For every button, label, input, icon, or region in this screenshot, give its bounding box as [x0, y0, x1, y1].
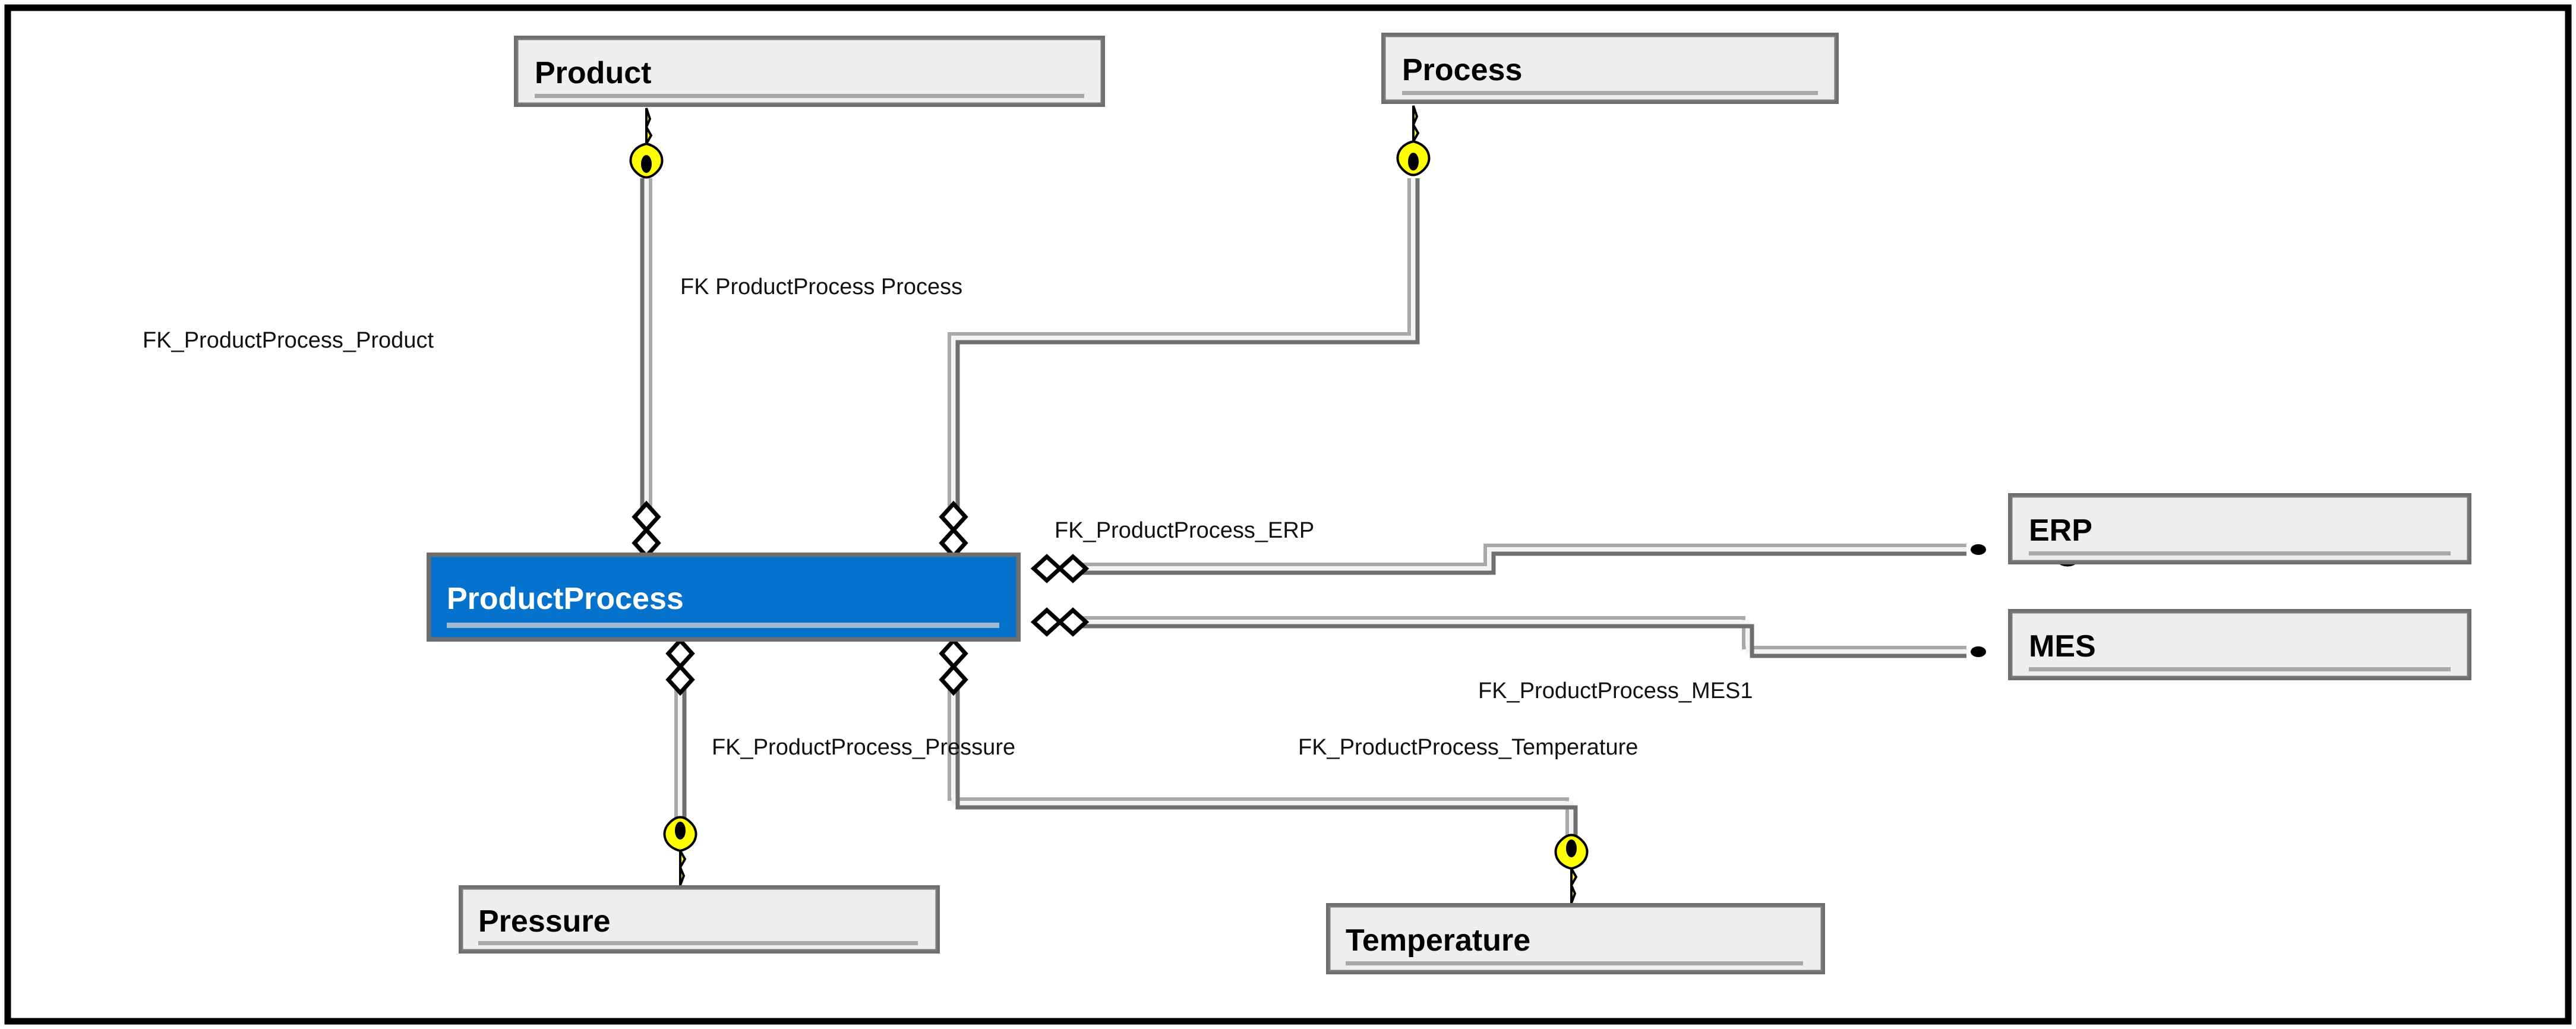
connector-fk-temperature[interactable] — [948, 683, 1578, 856]
many-symbol-temperature — [939, 637, 968, 696]
relationship-label-fk-mes1: FK_ProductProcess_MES1 — [1478, 678, 1753, 703]
relationship-label-fk-erp: FK_ProductProcess_ERP — [1055, 518, 1314, 543]
relationship-label-fk-temperature: FK_ProductProcess_Temperature — [1298, 735, 1638, 760]
connector-fk-erp[interactable] — [1066, 544, 1966, 575]
many-symbol-process — [939, 500, 968, 560]
connector-fk-pressure[interactable] — [674, 683, 687, 841]
entity-mes-label: MES — [2029, 629, 2096, 664]
entity-mes[interactable]: MES — [2008, 609, 2471, 680]
entity-productprocess[interactable]: ProductProcess — [427, 553, 1021, 642]
key-icon-process — [1396, 105, 1431, 176]
entity-process-label: Process — [1402, 53, 1522, 87]
entity-process[interactable]: Process — [1381, 33, 1839, 104]
relationship-label-fk-process: FK ProductProcess Process — [680, 274, 962, 299]
diagram-outer-border — [4, 4, 2572, 1025]
connector-fk-product[interactable] — [640, 178, 652, 511]
many-symbol-mes — [1030, 607, 1090, 637]
entity-pressure-label: Pressure — [478, 904, 611, 939]
key-icon-temperature — [1554, 834, 1589, 904]
entity-product-label: Product — [535, 56, 651, 90]
entity-productprocess-label: ProductProcess — [447, 582, 684, 616]
key-icon-product — [629, 108, 664, 179]
many-symbol-erp — [1030, 554, 1090, 583]
entity-erp[interactable]: ERP — [2008, 493, 2471, 564]
relationship-label-fk-pressure: FK_ProductProcess_Pressure — [712, 735, 1015, 760]
relationship-label-fk-product: FK_ProductProcess_Product — [143, 328, 434, 353]
entity-pressure[interactable]: Pressure — [459, 885, 940, 954]
connector-fk-mes1[interactable] — [1066, 616, 1966, 658]
entity-temperature-label: Temperature — [1346, 923, 1530, 958]
entity-temperature[interactable]: Temperature — [1326, 903, 1825, 974]
entity-erp-label: ERP — [2029, 513, 2092, 548]
connector-fk-process[interactable] — [948, 178, 1420, 511]
many-symbol-product — [632, 500, 661, 560]
many-symbol-pressure — [665, 637, 695, 696]
key-icon-pressure — [663, 816, 697, 886]
entity-product[interactable]: Product — [514, 36, 1105, 107]
